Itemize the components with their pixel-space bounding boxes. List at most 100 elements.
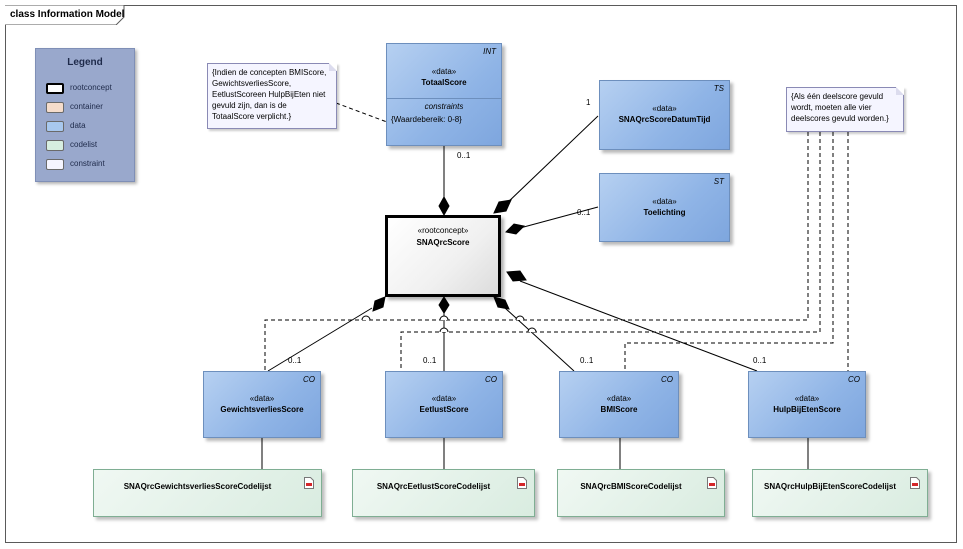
multiplicity-totaal: 0..1 [457, 151, 471, 160]
class-toelichting[interactable]: ST «data» Toelichting [599, 173, 730, 242]
frame-tab [5, 5, 125, 25]
constraint-value: {Waardebereik: 0-8} [391, 115, 462, 124]
note-line: {Indien de concepten BMIScore, [212, 68, 327, 77]
multiplicity-toel: 0..1 [577, 208, 591, 217]
hop-3 [439, 327, 449, 333]
compartment-divider [387, 98, 501, 99]
codelist-name: SNAQrcEetlustScoreCodelijst [376, 482, 491, 491]
legend-swatch [46, 102, 64, 113]
note-fold-icon [896, 87, 904, 95]
document-icon [707, 477, 717, 489]
type-tag: TS [713, 84, 724, 93]
stereotype: «data» [652, 197, 677, 206]
hop-4 [515, 315, 525, 321]
legend-swatch [46, 83, 64, 94]
diamond-toel [504, 223, 526, 235]
legend-title: Legend [67, 57, 103, 68]
class-hulpbijetenscore[interactable]: CO «data» HulpBijEtenScore [748, 371, 866, 438]
legend-swatch [46, 159, 64, 170]
hop-5 [527, 327, 537, 333]
constraints-header: constraints [424, 102, 464, 111]
codelist-eetlust[interactable]: SNAQrcEetlustScoreCodelijst [352, 469, 535, 517]
type-tag: CO [303, 375, 315, 384]
diamond-hulp [506, 270, 527, 282]
type-tag: CO [848, 375, 860, 384]
multiplicity-hulp: 0..1 [753, 356, 767, 365]
diamond-bmi [493, 296, 510, 310]
codelist-gewichtsverlies[interactable]: SNAQrcGewichtsverliesScoreCodelijst [93, 469, 322, 517]
class-gewichtsverliesscore[interactable]: CO «data» GewichtsverliesScore [203, 371, 321, 438]
legend-label: codelist [70, 140, 98, 149]
stereotype: «data» [794, 394, 820, 403]
note-left-link [335, 102, 388, 123]
legend-label: constraint [70, 159, 105, 168]
type-tag: CO [661, 375, 673, 384]
assoc-toel [519, 206, 599, 229]
class-name: SNAQrcScore [416, 238, 470, 247]
codelist-bmi[interactable]: SNAQrcBMIScoreCodelijst [557, 469, 725, 517]
document-icon [517, 477, 527, 489]
class-name: Toelichting [643, 208, 686, 217]
codelist-name: SNAQrcHulpBijEtenScoreCodelijst [763, 482, 897, 491]
class-name: SNAQrcScoreDatumTijd [618, 115, 711, 124]
type-tag: ST [713, 177, 724, 186]
note-right-link-gew [264, 132, 809, 371]
codelist-hulpbijeten[interactable]: SNAQrcHulpBijEtenScoreCodelijst [752, 469, 928, 517]
hop-2 [439, 315, 449, 321]
class-eetlustscore[interactable]: CO «data» EetlustScore [385, 371, 503, 438]
assoc-datum [504, 115, 599, 206]
multiplicity-bmi: 0..1 [580, 356, 594, 365]
class-totaalscore[interactable]: INT «data» TotaalScore constraints {Waar… [386, 43, 502, 146]
class-name: HulpBijEtenScore [773, 405, 841, 414]
note-fold-icon [329, 63, 337, 71]
legend: Legend rootconcept container data codelist c… [35, 48, 135, 182]
frame-title: class Information Model [10, 9, 125, 20]
document-icon [304, 477, 314, 489]
note-line: wordt, moeten alle vier [791, 103, 872, 112]
class-snaqrcscore[interactable]: «rootconcept» SNAQrcScore [385, 215, 501, 297]
hop-1 [361, 315, 371, 321]
class-name: BMIScore [600, 405, 638, 414]
note-line: {Als één deelscore gevuld [791, 92, 884, 101]
type-tag: INT [483, 47, 496, 56]
legend-swatch [46, 140, 64, 151]
assoc-bmi [504, 307, 575, 372]
class-name: EetlustScore [419, 405, 469, 414]
multiplicity-datum: 1 [586, 98, 591, 107]
note-totaal-constraint: {Indien de concepten BMIScore, Gewichtsv… [207, 63, 337, 129]
stereotype: «data» [652, 104, 677, 113]
class-snaqrcscoredatumtijd[interactable]: TS «data» SNAQrcScoreDatumTijd [599, 80, 730, 150]
stereotype: «data» [606, 394, 632, 403]
note-deelscores-constraint: {Als één deelscore gevuld wordt, moeten … [786, 87, 904, 132]
note-line: GewichtsverliesScore, [212, 79, 292, 88]
class-bmiscore[interactable]: CO «data» BMIScore [559, 371, 679, 438]
legend-label: data [70, 121, 86, 130]
stereotype: «data» [431, 67, 457, 76]
note-right-link-bmi [624, 132, 834, 371]
legend-label: rootconcept [70, 83, 112, 92]
legend-label: container [70, 102, 103, 111]
diamond-eet [438, 296, 450, 314]
codelist-name: SNAQrcGewichtsverliesScoreCodelijst [123, 482, 272, 491]
class-name: GewichtsverliesScore [220, 405, 304, 414]
stereotype: «data» [431, 394, 457, 403]
note-line: deelscores gevuld worden.} [791, 114, 889, 123]
diagram-frame [5, 5, 957, 543]
type-tag: CO [485, 375, 497, 384]
diamond-gew [372, 296, 386, 312]
note-line: TotaalScore verplicht.} [212, 112, 292, 121]
assoc-gew [267, 307, 373, 372]
class-name: TotaalScore [421, 78, 467, 87]
multiplicity-gew: 0..1 [288, 356, 302, 365]
codelist-name: SNAQrcBMIScoreCodelijst [580, 482, 682, 491]
note-line: EetlustScoreen HulpBijEten niet [212, 90, 326, 99]
document-icon [910, 477, 920, 489]
legend-swatch [46, 121, 64, 132]
diamond-datum [493, 199, 512, 214]
multiplicity-eet: 0..1 [423, 356, 437, 365]
diamond-totaal [438, 195, 450, 217]
stereotype: «rootconcept» [417, 226, 469, 235]
note-line: gevuld zijn, dan is de [212, 101, 287, 110]
stereotype: «data» [249, 394, 275, 403]
